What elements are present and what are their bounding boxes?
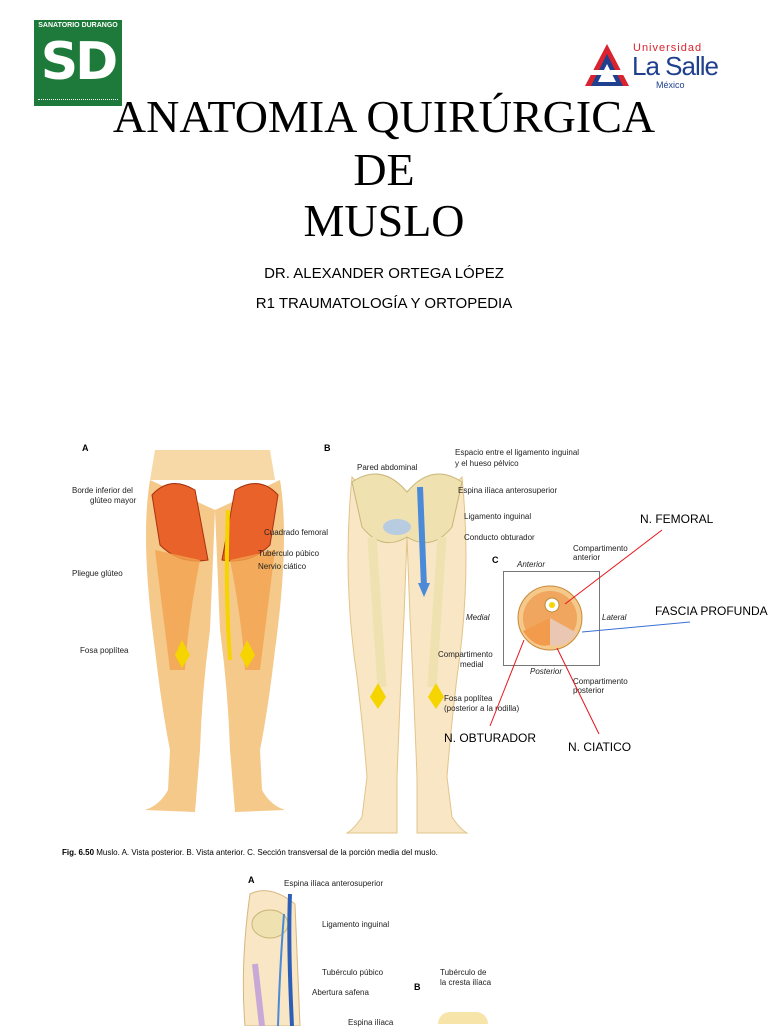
label-cuadrado-femoral: Cuadrado femoral [264, 528, 329, 537]
annotation-n-femoral: N. FEMORAL [640, 512, 714, 526]
label-comp-medial-1: Compartimento [438, 650, 493, 659]
sd-logo-top-text: SANATORIO DURANGO [38, 22, 118, 29]
la-salle-universidad-text: Universidad [633, 42, 703, 54]
label-tuberculo-pubico: Tubérculo púbico [258, 549, 320, 558]
label-conducto-obturador: Conducto obturador [464, 533, 535, 542]
la-salle-logo: Universidad La Salle México [583, 40, 733, 94]
fig2-label-espina-iliaca-b: Espina ilíaca [348, 1018, 394, 1027]
label-pliegue-gluteo: Pliegue glúteo [72, 569, 123, 578]
label-anterior: Anterior [517, 560, 546, 569]
la-salle-mexico-text: México [656, 80, 685, 90]
figure1-panel-c-letter: C [492, 555, 499, 565]
fig2-label-tub-cresta-2: la cresta ilíaca [440, 978, 492, 987]
sd-logo-mark: SD [40, 32, 119, 92]
label-espacio-1: Espacio entre el ligamento inguinal [455, 448, 580, 457]
label-fosa-poplitea-a: Fosa poplítea [80, 646, 129, 655]
label-pared-abdominal: Pared abdominal [357, 463, 418, 472]
inguinal-region-illustration [242, 890, 301, 1026]
label-comp-medial-2: medial [460, 660, 484, 669]
thigh-cross-section-illustration [517, 585, 583, 651]
title-line-1: ANATOMIA QUIRÚRGICA [112, 91, 656, 142]
title-line-2: DE [353, 144, 415, 195]
title-line-3: MUSLO [303, 195, 465, 246]
figure2-panel-b-letter: B [414, 982, 421, 992]
label-fosa-poplitea-b-2: (posterior a la rodilla) [444, 704, 520, 713]
label-nervio-ciatico: Nervio ciático [258, 562, 307, 571]
label-lateral: Lateral [602, 613, 627, 622]
figure1-caption-text: Muslo. A. Vista posterior. B. Vista ante… [96, 848, 438, 857]
annotation-fascia-profunda: FASCIA PROFUNDA [655, 604, 768, 618]
label-borde-gluteo-2: glúteo mayor [90, 496, 137, 505]
thigh-posterior-illustration [145, 450, 285, 812]
annotation-n-ciatico: N. CIATICO [568, 740, 632, 754]
sd-logo-dots [38, 99, 118, 104]
cross-section-frame [503, 571, 600, 666]
label-posterior: Posterior [530, 667, 563, 676]
figure1-caption-number: Fig. 6.50 [62, 848, 95, 857]
label-espacio-2: y el hueso pélvico [455, 459, 519, 468]
figure-6-50: A Borde inferior del glúteo mayor Pliegu… [60, 435, 760, 860]
fig2-label-tub-cresta-1: Tubérculo de [440, 968, 487, 977]
label-comp-posterior-1: Compartimento [573, 677, 628, 686]
figure2-panel-a-letter: A [248, 875, 255, 885]
figure1-caption: Fig. 6.50 Muslo. A. Vista posterior. B. … [62, 848, 438, 857]
fig2-label-tuberculo-pubico: Tubérculo púbico [322, 968, 384, 977]
la-salle-triangle-icon [585, 44, 629, 86]
fig2-label-espina-iliaca: Espina ilíaca anterosuperior [284, 879, 384, 888]
figure-2-cropped: A Espina ilíaca anterosuperior Ligamento… [230, 872, 530, 1027]
author-name: DR. ALEXANDER ORTEGA LÓPEZ [264, 265, 504, 282]
label-borde-gluteo-1: Borde inferior del [72, 486, 133, 495]
thigh-anterior-illustration [345, 473, 469, 834]
fig2-label-ligamento-inguinal: Ligamento inguinal [322, 920, 390, 929]
fig2-label-abertura-safena: Abertura safena [312, 988, 369, 997]
la-salle-name-text: La Salle [632, 51, 719, 81]
figure1-panel-b-letter: B [324, 443, 331, 453]
sanatorio-durango-logo: SANATORIO DURANGO SD [34, 20, 122, 106]
figure1-panel-a-letter: A [82, 443, 89, 453]
label-fosa-poplitea-b-1: Fosa poplítea [444, 694, 493, 703]
annotation-n-obturador: N. OBTURADOR [444, 731, 537, 745]
label-comp-posterior-2: posterior [573, 686, 605, 695]
label-espina-iliaca: Espina ilíaca anterosuperior [458, 486, 558, 495]
label-comp-anterior-2: anterior [573, 553, 601, 562]
label-comp-anterior-1: Compartimento [573, 544, 628, 553]
label-medial: Medial [466, 613, 490, 622]
author-role: R1 TRAUMATOLOGÍA Y ORTOPEDIA [255, 295, 513, 312]
fig2-panel-b-shape [438, 1012, 488, 1024]
label-ligamento-inguinal: Ligamento inguinal [464, 512, 532, 521]
